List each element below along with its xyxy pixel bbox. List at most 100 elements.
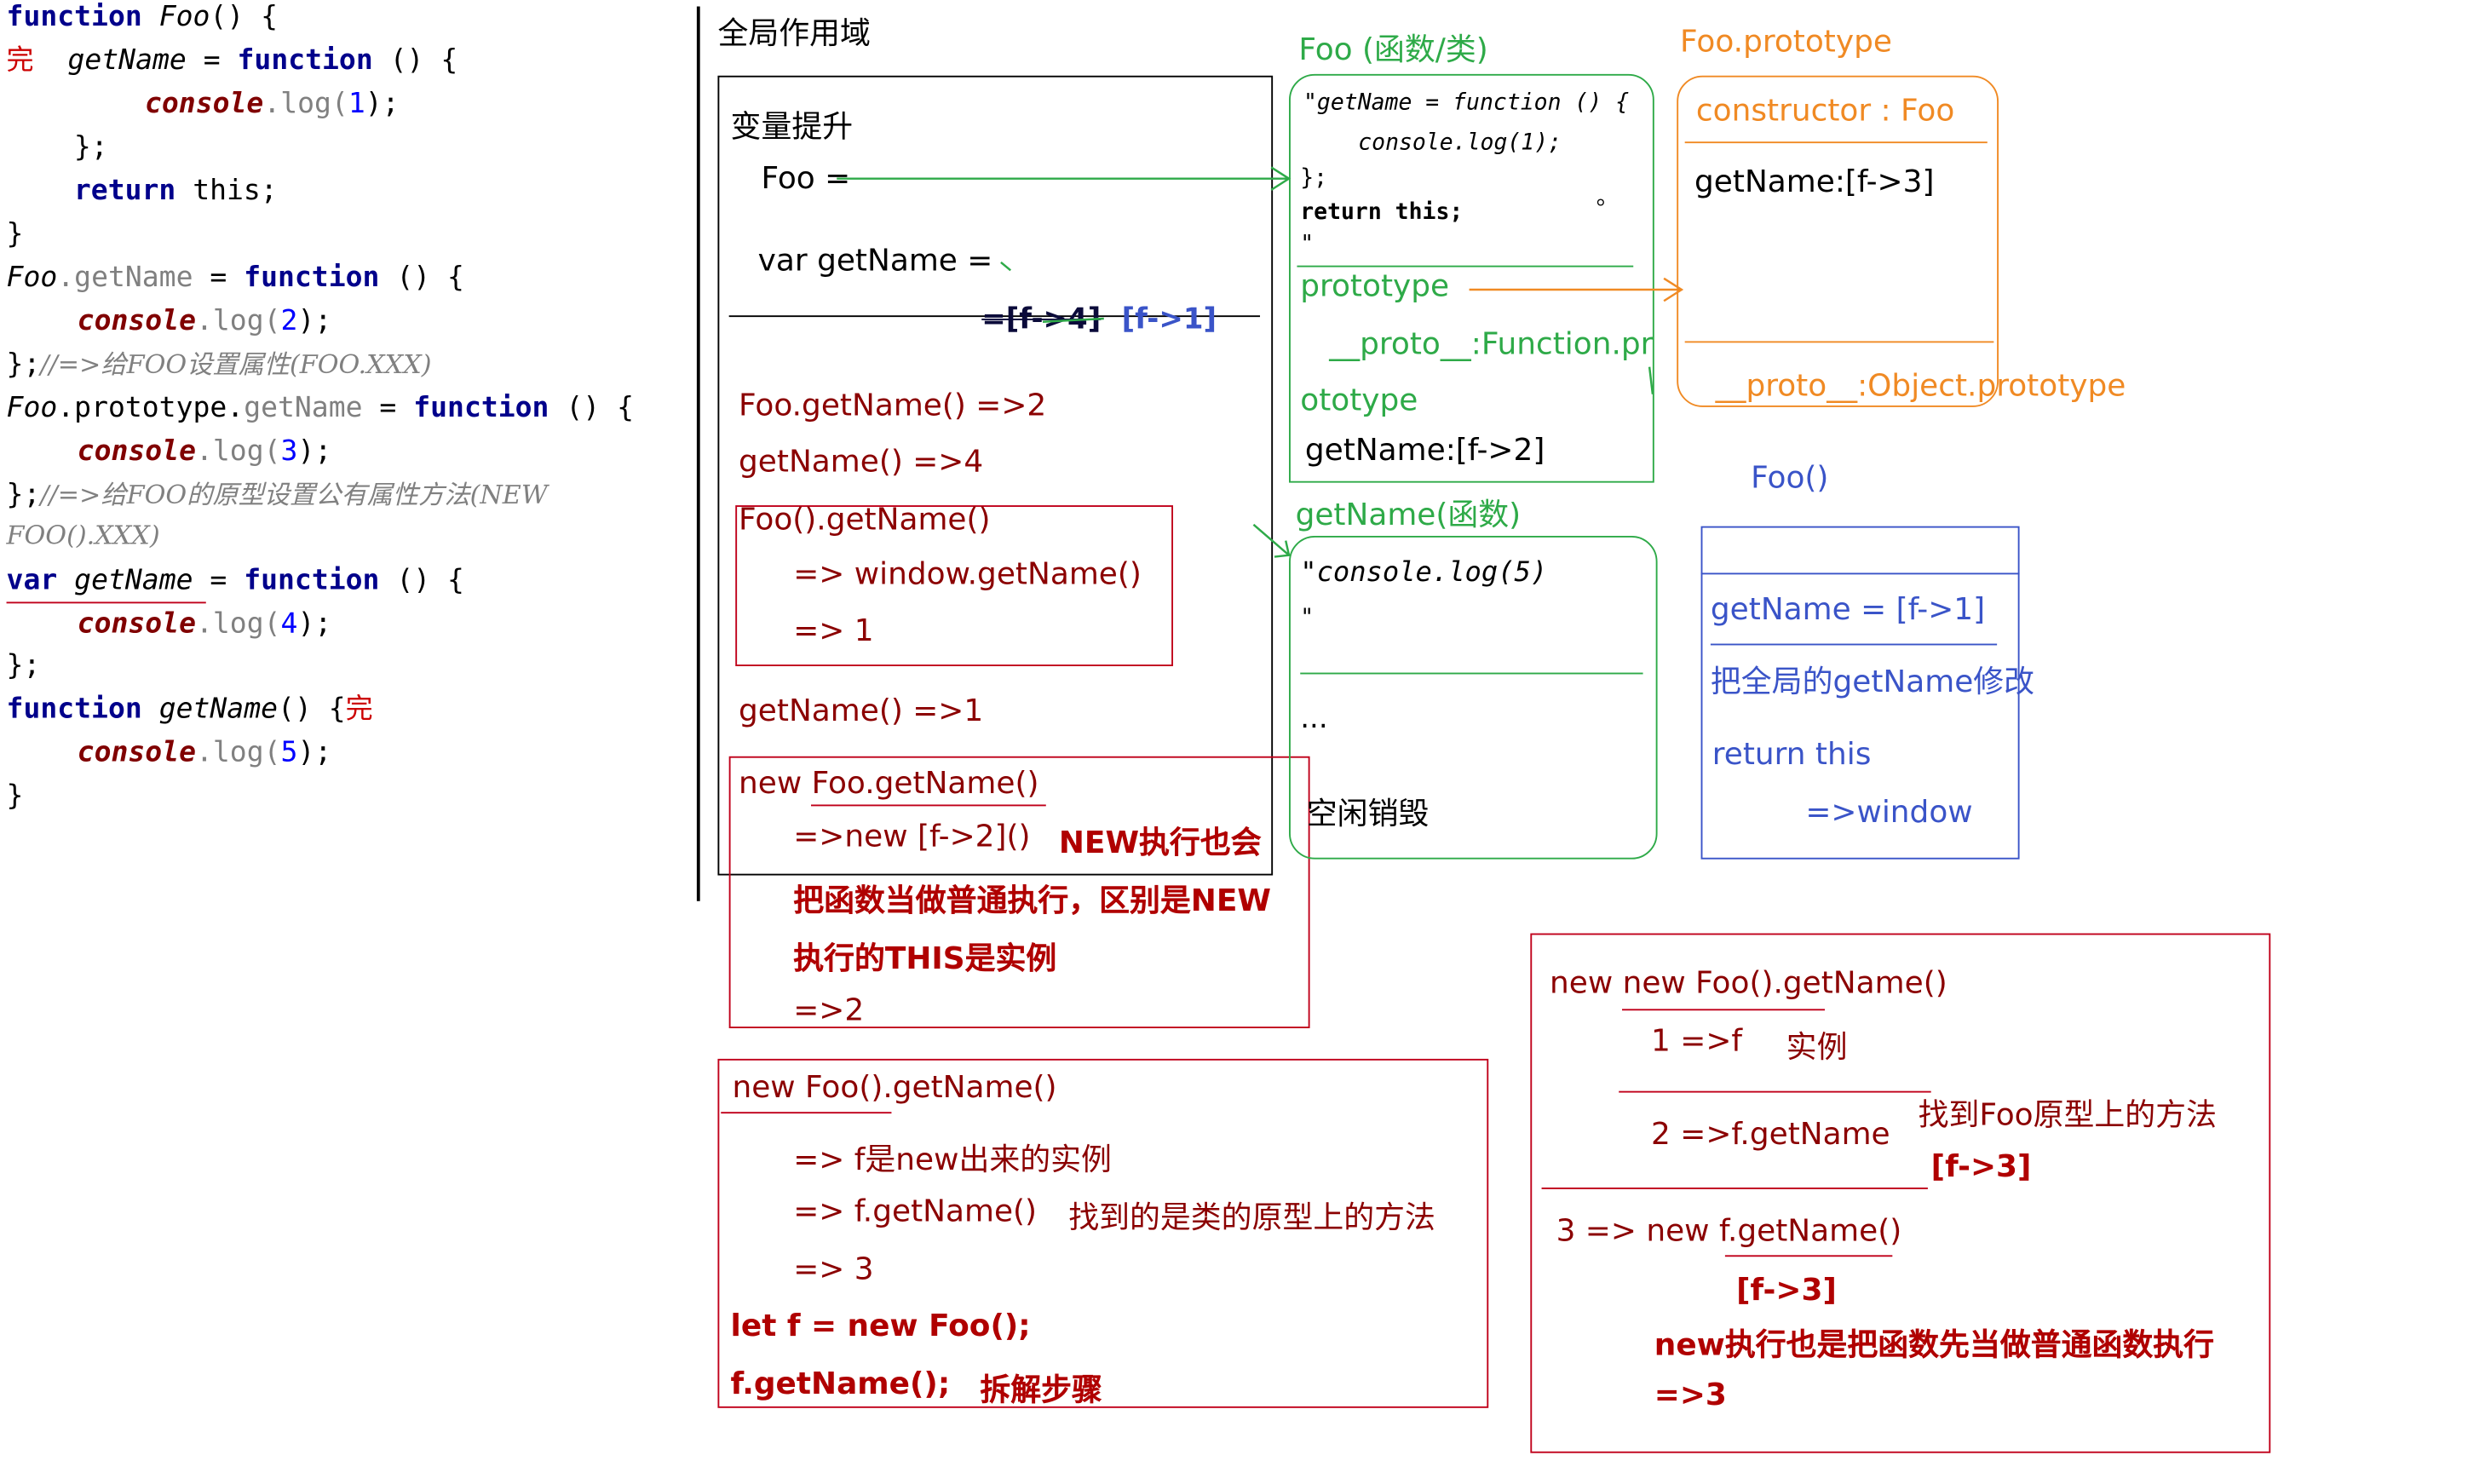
getname-code: "console.log(5) [1300, 556, 1548, 590]
code-line: Foo.prototype.getName = function () { [6, 392, 634, 425]
global-scope-title: 全局作用域 [717, 15, 871, 52]
hoist-title: 变量提升 [730, 109, 854, 146]
underline [1619, 1090, 1931, 1093]
code-line: Foo.getName = function () { [6, 262, 464, 295]
foo-getname-prop: getName:[f->2] [1304, 433, 1545, 469]
new-new-line3: 2 =>f.getName [1651, 1116, 1890, 1153]
code-line: return this; [73, 175, 278, 208]
divider [1684, 141, 1988, 144]
code-line: 完 getName = function () { [6, 44, 458, 78]
new-foo-line1: new Foo().getName() [732, 1070, 1057, 1106]
foo-proto-prop: __proto__:Function.pr [1329, 326, 1654, 363]
new-new-line3-note: 找到Foo原型上的方法 [1918, 1097, 2217, 1133]
foo-call-line1: Foo().getName() [739, 502, 991, 538]
code-line: }; [6, 650, 41, 682]
foo-exec-line4: =>window [1805, 795, 1973, 831]
underline [721, 1112, 892, 1114]
foo-exec-line1: getName = [f->1] [1710, 592, 1986, 628]
foo-exec-box [1700, 526, 2020, 860]
new-new-line3-value: [f->3] [1930, 1148, 2032, 1185]
proto-constructor: constructor : Foo [1695, 93, 1955, 129]
divider [728, 315, 1261, 318]
new-foo-getname-note2: 把函数当做普通执行，区别是NEW [793, 883, 1271, 919]
proto-heap-box [1677, 75, 1999, 407]
arrow-getname-to-heap [1252, 523, 1290, 556]
arrowhead [1270, 166, 1292, 191]
foo-exec-line3: return this [1711, 737, 1872, 773]
new-foo-line3: => f.getName() [793, 1194, 1038, 1230]
separator [696, 6, 700, 901]
code-line: console.log(5); [77, 737, 332, 769]
foo-call-line2: => window.getName() [793, 556, 1142, 593]
foo-proto-prop-cont: ototype [1300, 383, 1418, 419]
code-line: };//=>给FOO的原型设置公有属性方法(NEW [6, 479, 548, 512]
arrowhead [1663, 277, 1684, 302]
new-foo-getname-note3: 执行的THIS是实例 [793, 941, 1057, 977]
new-foo-line3-note: 找到的是类的原型上的方法 [1068, 1200, 1435, 1236]
getname-gc-note: 空闲销毁 [1306, 797, 1430, 832]
new-foo-getname-step: =>new [f->2]() [793, 819, 1031, 855]
code-line: function Foo() { [6, 1, 279, 34]
foo-code-line: console.log(1); [1358, 130, 1562, 157]
new-new-line4: 3 => new f.getName() [1556, 1213, 1902, 1249]
underline [1541, 1188, 1928, 1189]
code-line: console.log(3); [77, 435, 332, 469]
global-scope-box [717, 75, 1274, 876]
new-foo-line2: => f是new出来的实例 [793, 1142, 1112, 1178]
foo-call-line3: => 1 [793, 613, 874, 649]
code-line: } [6, 218, 24, 251]
new-new-line2: 1 =>f [1651, 1023, 1743, 1059]
foo-code-line: " [1300, 232, 1315, 258]
code-line: console.log(4); [77, 608, 332, 641]
getname-heap-title: getName(函数) [1295, 497, 1522, 533]
code-line: } [6, 780, 24, 813]
foo-heap-title: Foo (函数/类) [1298, 32, 1488, 68]
proto-getname: getName:[f->3] [1694, 164, 1935, 200]
new-foo-getname-box [728, 756, 1310, 1029]
underline [6, 601, 206, 604]
new-new-line2-note: 实例 [1786, 1029, 1848, 1066]
divider [1684, 341, 1994, 343]
code-line: }; [73, 131, 108, 164]
code-line: FOO().XXX) [6, 520, 160, 551]
result-getname-4: getName() =>4 [739, 444, 984, 480]
divider [1297, 265, 1634, 267]
foo-exec-line2: 把全局的getName修改 [1710, 664, 2035, 700]
code-line: };//=>给FOO设置属性(FOO.XXX) [6, 348, 432, 382]
foo-code-line: return this; [1300, 199, 1464, 226]
new-foo-getname-note1: NEW执行也会 [1058, 825, 1262, 861]
foo-exec-title: Foo() [1751, 460, 1829, 496]
dot-mark: 。 [1596, 185, 1619, 211]
foo-code-line: "getName = function () { [1303, 89, 1630, 117]
foo-call-box [735, 505, 1174, 667]
result-foo-getname: Foo.getName() =>2 [739, 388, 1047, 423]
underline [1724, 1255, 1893, 1257]
code-line: console.log(2); [77, 305, 332, 338]
proto-heap-title: Foo.prototype [1680, 24, 1892, 60]
underline [1622, 1009, 1826, 1011]
new-foo-getname-result: =>2 [793, 992, 865, 1029]
new-foo-line4: => 3 [793, 1251, 874, 1288]
new-new-line1: new new Foo().getName() [1550, 965, 1947, 1001]
new-foo-getname-title: new Foo.getName() [739, 766, 1039, 802]
arrow-stub [1648, 366, 1654, 394]
getname-heap-box [1289, 536, 1658, 860]
divider [1710, 643, 1998, 646]
new-new-box [1530, 933, 2271, 1453]
underline [811, 804, 1046, 807]
proto-proto: __proto__:Object.prototype [1715, 368, 2126, 405]
new-new-line7: =>3 [1654, 1377, 1727, 1413]
new-new-line6: new执行也是把函数先当做普通函数执行 [1654, 1327, 2215, 1363]
foo-heap-box [1289, 73, 1654, 483]
code-line: var getName = function () { [6, 565, 464, 597]
code-line: console.log(1); [145, 88, 400, 121]
new-new-line5: [f->3] [1736, 1273, 1837, 1309]
result-getname-1: getName() =>1 [739, 693, 984, 729]
code-line: function getName() {完 [6, 693, 373, 726]
arrow-stub [1000, 261, 1012, 272]
new-foo-line5: let f = new Foo(); [730, 1308, 1031, 1344]
arrowhead [1274, 540, 1291, 558]
new-foo-line6: f.getName(); [730, 1366, 951, 1402]
new-getname-value: [f->1] [1121, 302, 1217, 336]
